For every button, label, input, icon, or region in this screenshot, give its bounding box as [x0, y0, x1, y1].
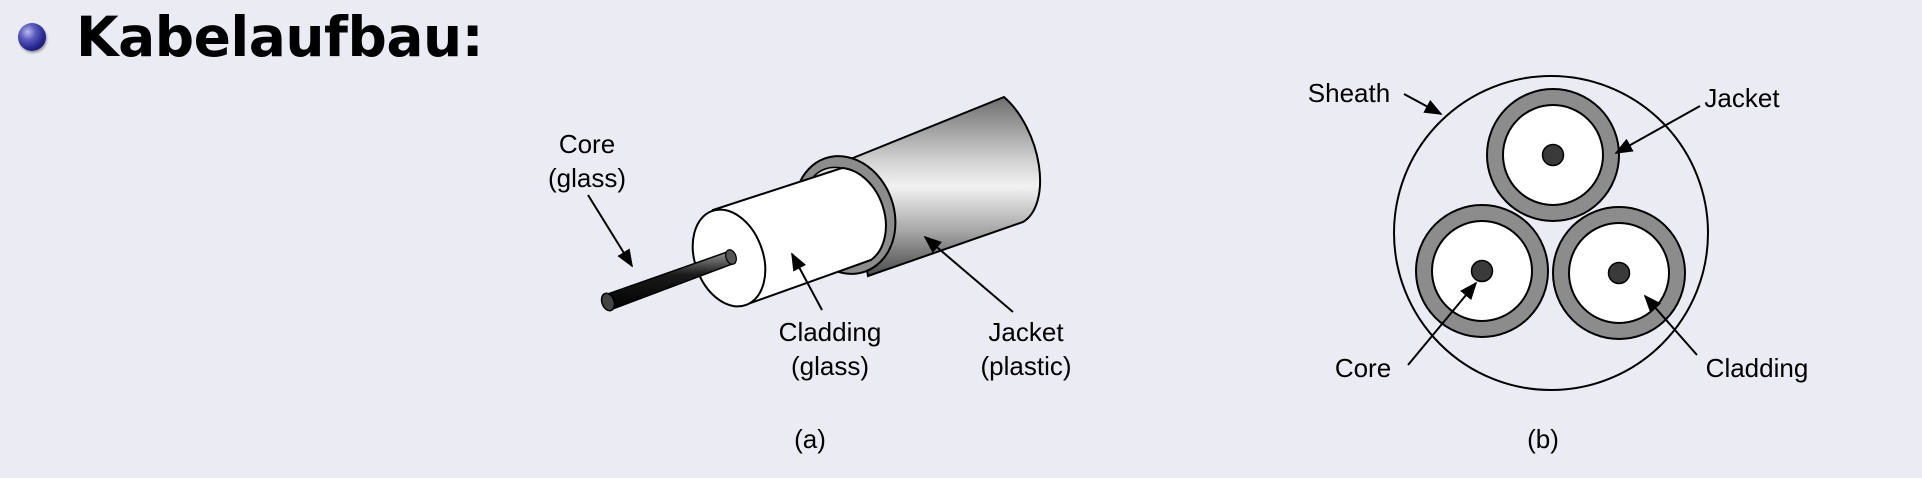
core-material-label-a: (glass)	[548, 163, 626, 193]
core-leader-line-b	[1407, 281, 1478, 366]
cladding-label-a: Cladding	[779, 317, 882, 347]
slide-heading-row: Kabelaufbau:	[18, 2, 484, 72]
bullet-icon	[18, 23, 46, 51]
sheath-circle	[1393, 75, 1709, 391]
core-rod	[600, 249, 737, 312]
core-label-b: Core	[1335, 353, 1391, 383]
figure-a-caption: (a)	[794, 424, 826, 454]
jacket-leader-line	[923, 235, 1014, 313]
cladding-cylinder	[691, 166, 887, 308]
sheath-label: Sheath	[1308, 78, 1390, 108]
core-label-a: Core	[559, 129, 615, 159]
cladding-leader-line-b	[1643, 294, 1698, 356]
sheath-leader-line	[1403, 93, 1443, 115]
fiber-top	[1486, 88, 1620, 222]
figure-a-single-fiber: Core (glass) Cladding (glass) Jacket (pl…	[548, 95, 1072, 454]
jacket-label-b: Jacket	[1704, 83, 1780, 113]
fiber-bottom-left	[1415, 204, 1549, 338]
jacket-material-label-a: (plastic)	[980, 351, 1071, 381]
cladding-label-b: Cladding	[1706, 353, 1809, 383]
cladding-material-label-a: (glass)	[791, 351, 869, 381]
figure-b-cross-section: Sheath Jacket Core Cladding (b)	[1308, 75, 1809, 454]
cladding-leader-line	[791, 252, 823, 311]
core-leader-line	[587, 194, 633, 268]
jacket-leader-line-b	[1614, 105, 1701, 154]
jacket-label-a: Jacket	[988, 317, 1064, 347]
page-title: Kabelaufbau:	[76, 5, 484, 69]
figure-b-caption: (b)	[1527, 424, 1559, 454]
